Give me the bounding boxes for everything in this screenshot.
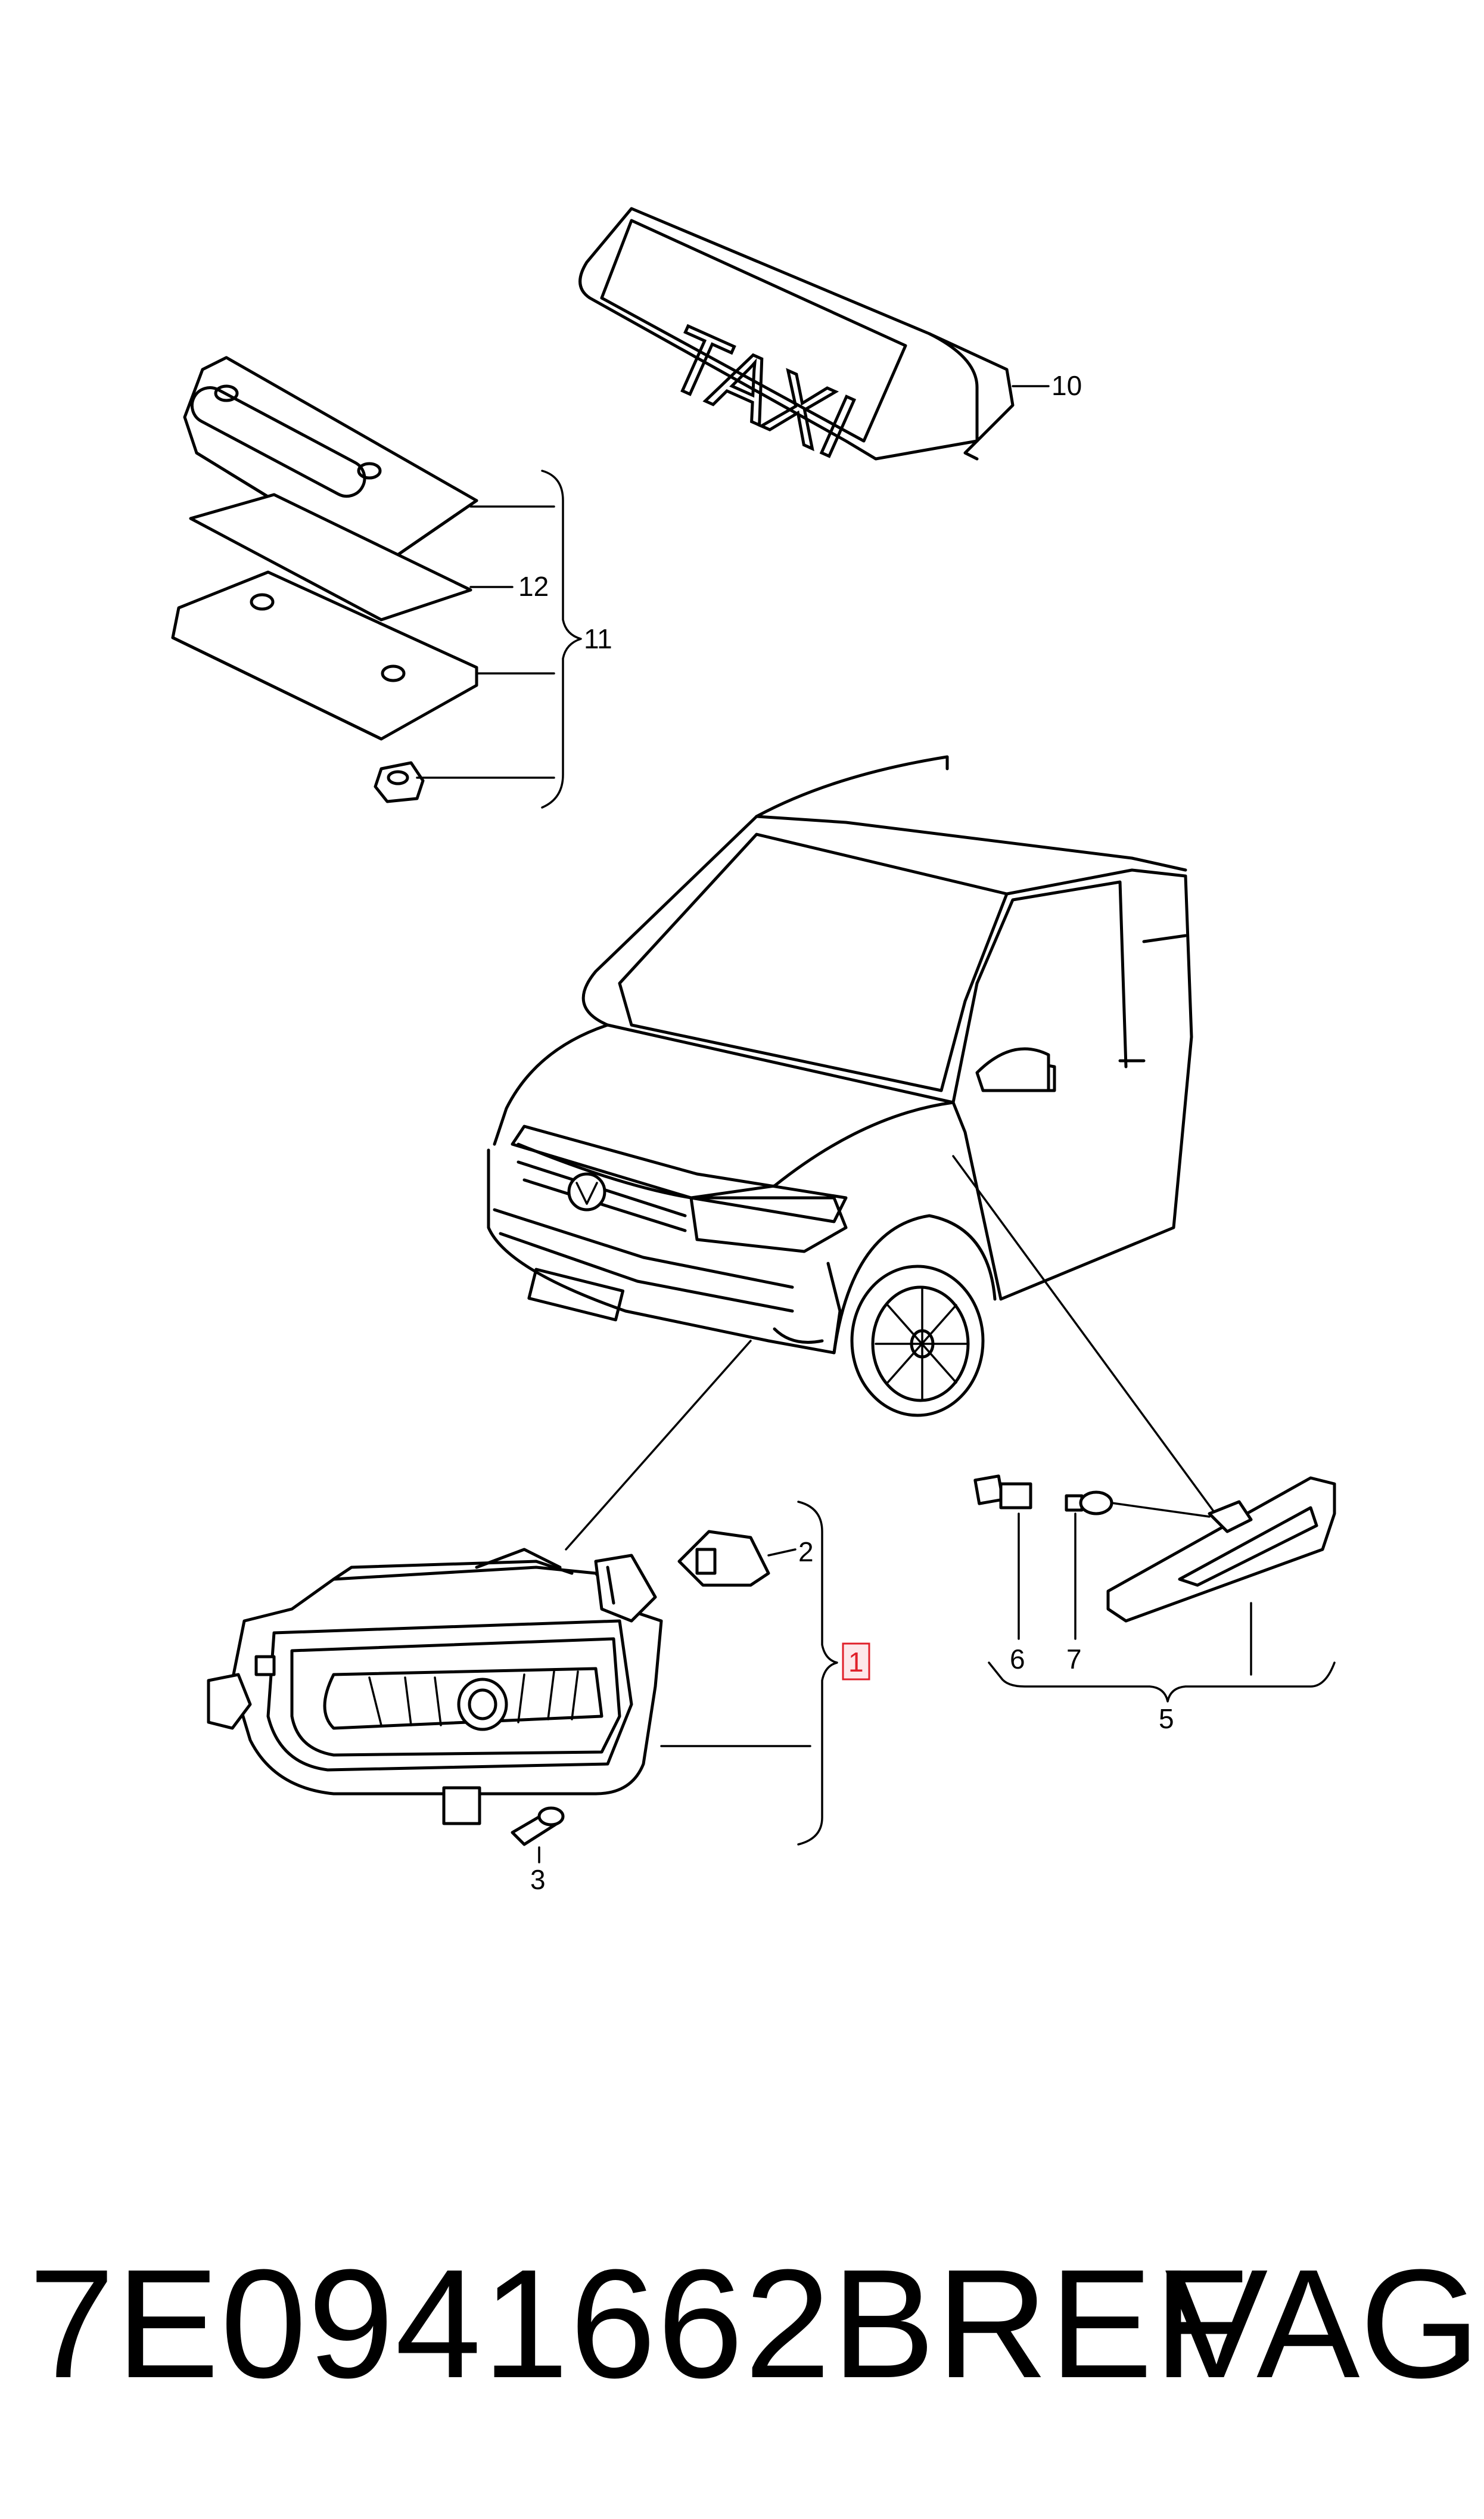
roof-sign-mount [171,356,582,809]
parts-diagram: TAXI 10 12 11 [171,207,1336,1895]
leader-fog-light [565,1340,752,1551]
callout-1-highlight [842,1642,870,1681]
fog-light-assembly [207,1548,663,1825]
callout-7: 7 [1066,1644,1082,1675]
fog-bulb [677,1530,797,1587]
callout-6: 6 [1010,1644,1025,1675]
callout-5: 5 [1159,1703,1174,1734]
brand-label: VAG [1165,2238,1480,2411]
van-illustration [487,755,1193,1417]
leader-side-marker [952,1155,1217,1515]
marker-socket [973,1474,1032,1640]
callout-3: 3 [530,1864,546,1895]
taxi-roof-sign: TAXI [578,207,1050,479]
callout-2: 2 [798,1536,814,1567]
marker-bulb [1065,1490,1211,1640]
part-number: 7E0941662BREF [29,2238,1250,2411]
callout-11: 11 [584,623,612,654]
callout-1: 1 [848,1647,864,1678]
mounting-screw [511,1806,565,1863]
side-marker-light [1106,1476,1336,1676]
callout-10: 10 [1051,370,1082,401]
callout-12: 12 [518,571,549,602]
